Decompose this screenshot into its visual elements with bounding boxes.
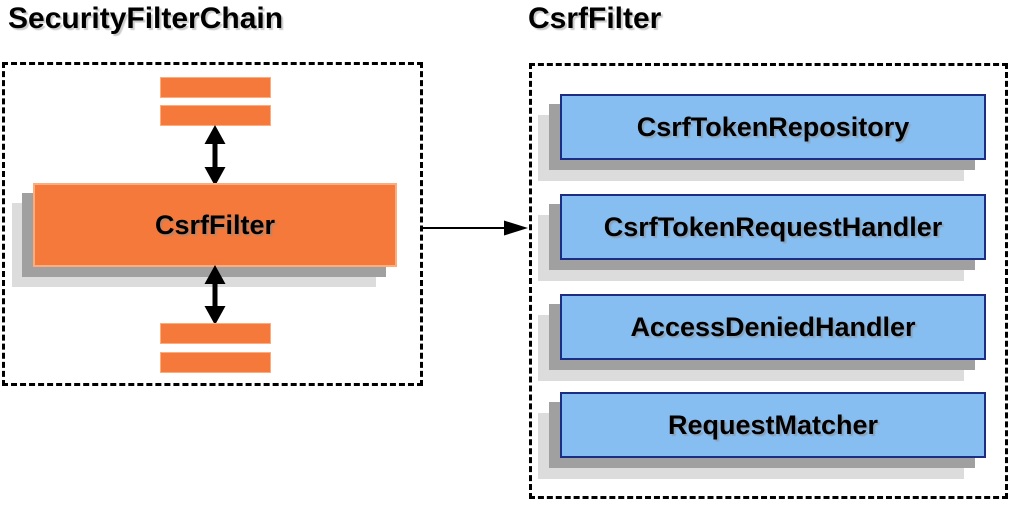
component-label: AccessDeniedHandler — [630, 311, 916, 342]
csrf-filter-components-panel — [529, 63, 1008, 499]
right-arrow-icon — [421, 220, 528, 236]
component-box-access-denied-handler: AccessDeniedHandler — [560, 294, 986, 360]
filter-placeholder-bar-bottom-2 — [160, 352, 271, 373]
component-box-csrf-token-repository: CsrfTokenRepository — [560, 94, 986, 160]
bidirectional-arrow-icon — [204, 125, 226, 186]
security-filter-chain-panel — [2, 62, 423, 386]
security-filter-chain-title: SecurityFilterChain — [8, 2, 284, 35]
component-label: CsrfTokenRequestHandler — [603, 211, 943, 242]
component-label: CsrfTokenRepository — [636, 111, 910, 142]
component-label: RequestMatcher — [667, 409, 879, 440]
csrf-filter-box: CsrfFilter — [33, 183, 397, 267]
bidirectional-arrow-icon — [204, 265, 226, 325]
csrf-filter-box-label: CsrfFilter — [154, 209, 276, 240]
filter-placeholder-bar-top-2 — [160, 105, 271, 126]
component-box-csrf-token-request-handler: CsrfTokenRequestHandler — [560, 194, 986, 260]
csrf-filter-title: CsrfFilter — [528, 2, 662, 35]
filter-placeholder-bar-top-1 — [160, 77, 271, 98]
filter-placeholder-bar-bottom-1 — [160, 323, 271, 344]
component-box-request-matcher: RequestMatcher — [560, 392, 986, 458]
